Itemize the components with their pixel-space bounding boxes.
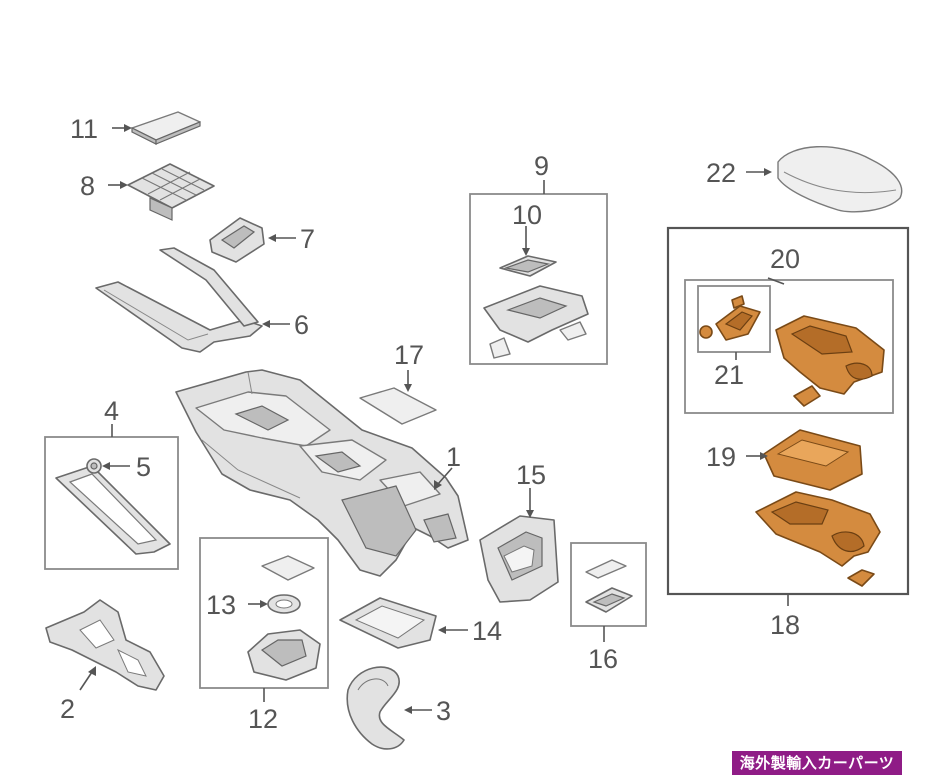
- group-21-box: [697, 285, 771, 353]
- callout-1: 1: [446, 442, 461, 472]
- callout-19: 19: [706, 442, 736, 472]
- callout-10: 10: [512, 200, 542, 230]
- part-19-bin: [763, 429, 863, 491]
- callout-8: 8: [80, 171, 95, 201]
- watermark-banner: 海外製輸入カーパーツ: [732, 751, 902, 775]
- part-15-bezel: [479, 515, 559, 603]
- callout-13: 13: [206, 590, 236, 620]
- part-9-housing: [483, 285, 589, 359]
- part-7-bracket: [209, 217, 265, 263]
- part-18-housing: [755, 491, 881, 587]
- part-2-bracket: [45, 599, 165, 691]
- callout-21: 21: [714, 360, 744, 390]
- callout-15: 15: [516, 460, 546, 490]
- callout-5: 5: [136, 452, 151, 482]
- callout-18: 18: [770, 610, 800, 640]
- callout-11: 11: [70, 114, 98, 144]
- callout-7: 7: [300, 224, 315, 254]
- part-16-pieces: [585, 559, 633, 613]
- part-11-lid: [131, 111, 201, 145]
- part-20-hinge: [775, 315, 885, 407]
- callout-14: 14: [472, 616, 502, 646]
- callout-3: 3: [436, 696, 451, 726]
- callout-4: 4: [104, 396, 119, 426]
- group-16-box: [570, 542, 647, 627]
- part-5-clip: [86, 458, 102, 474]
- part-17-plate: [359, 387, 437, 425]
- part-1-console: [175, 369, 469, 577]
- group-20-box: [684, 279, 894, 414]
- callout-20: 20: [770, 244, 800, 274]
- leader-lines: [79, 124, 789, 714]
- part-22-armrest: [777, 145, 903, 213]
- part-4-frame: [55, 465, 171, 555]
- part-6-trim: [95, 247, 263, 353]
- callout-12: 12: [248, 704, 278, 734]
- callout-6: 6: [294, 310, 309, 340]
- group-9-box: [469, 193, 608, 365]
- callout-16: 16: [588, 644, 618, 674]
- callout-17: 17: [394, 340, 424, 370]
- part-13-ring: [267, 594, 301, 614]
- part-12-cupholder: [247, 629, 321, 681]
- part-3-bracket: [346, 666, 405, 750]
- part-14-tray: [339, 597, 437, 649]
- callout-2: 2: [60, 694, 75, 724]
- part-10-insert: [499, 255, 557, 277]
- part-12-cover: [261, 555, 315, 581]
- callout-9: 9: [534, 151, 549, 181]
- callout-22: 22: [706, 158, 736, 188]
- part-21-pieces: [699, 295, 761, 341]
- part-8-tray: [127, 163, 215, 221]
